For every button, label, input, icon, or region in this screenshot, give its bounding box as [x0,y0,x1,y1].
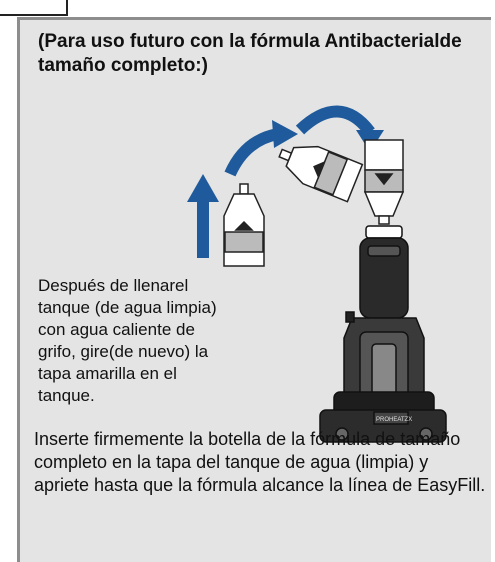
curved-arrow-icon [295,105,375,136]
formula-bottle-icon [278,145,364,203]
formula-bottle-icon [363,139,405,225]
corner-tab [0,0,68,16]
brand-label: PROHEATZX [376,417,412,423]
insert-instruction: Inserte firmemente la botella de la fórm… [34,429,486,495]
section-heading: (Para uso futuro con la fórmula Antibact… [38,31,462,76]
formula-illustration: PROHEATZX [187,105,447,443]
instruction-panel: (Para uso futuro con la fórmula Antibact… [17,17,491,562]
carpet-cleaner-icon [319,225,447,443]
up-arrow-icon [187,174,219,258]
formula-bottle-icon [223,183,265,267]
curved-arrow-icon [224,128,280,177]
step-instruction: Después de llenarel tanque (de agua limp… [38,276,217,405]
curved-arrow-head-icon [272,120,298,148]
